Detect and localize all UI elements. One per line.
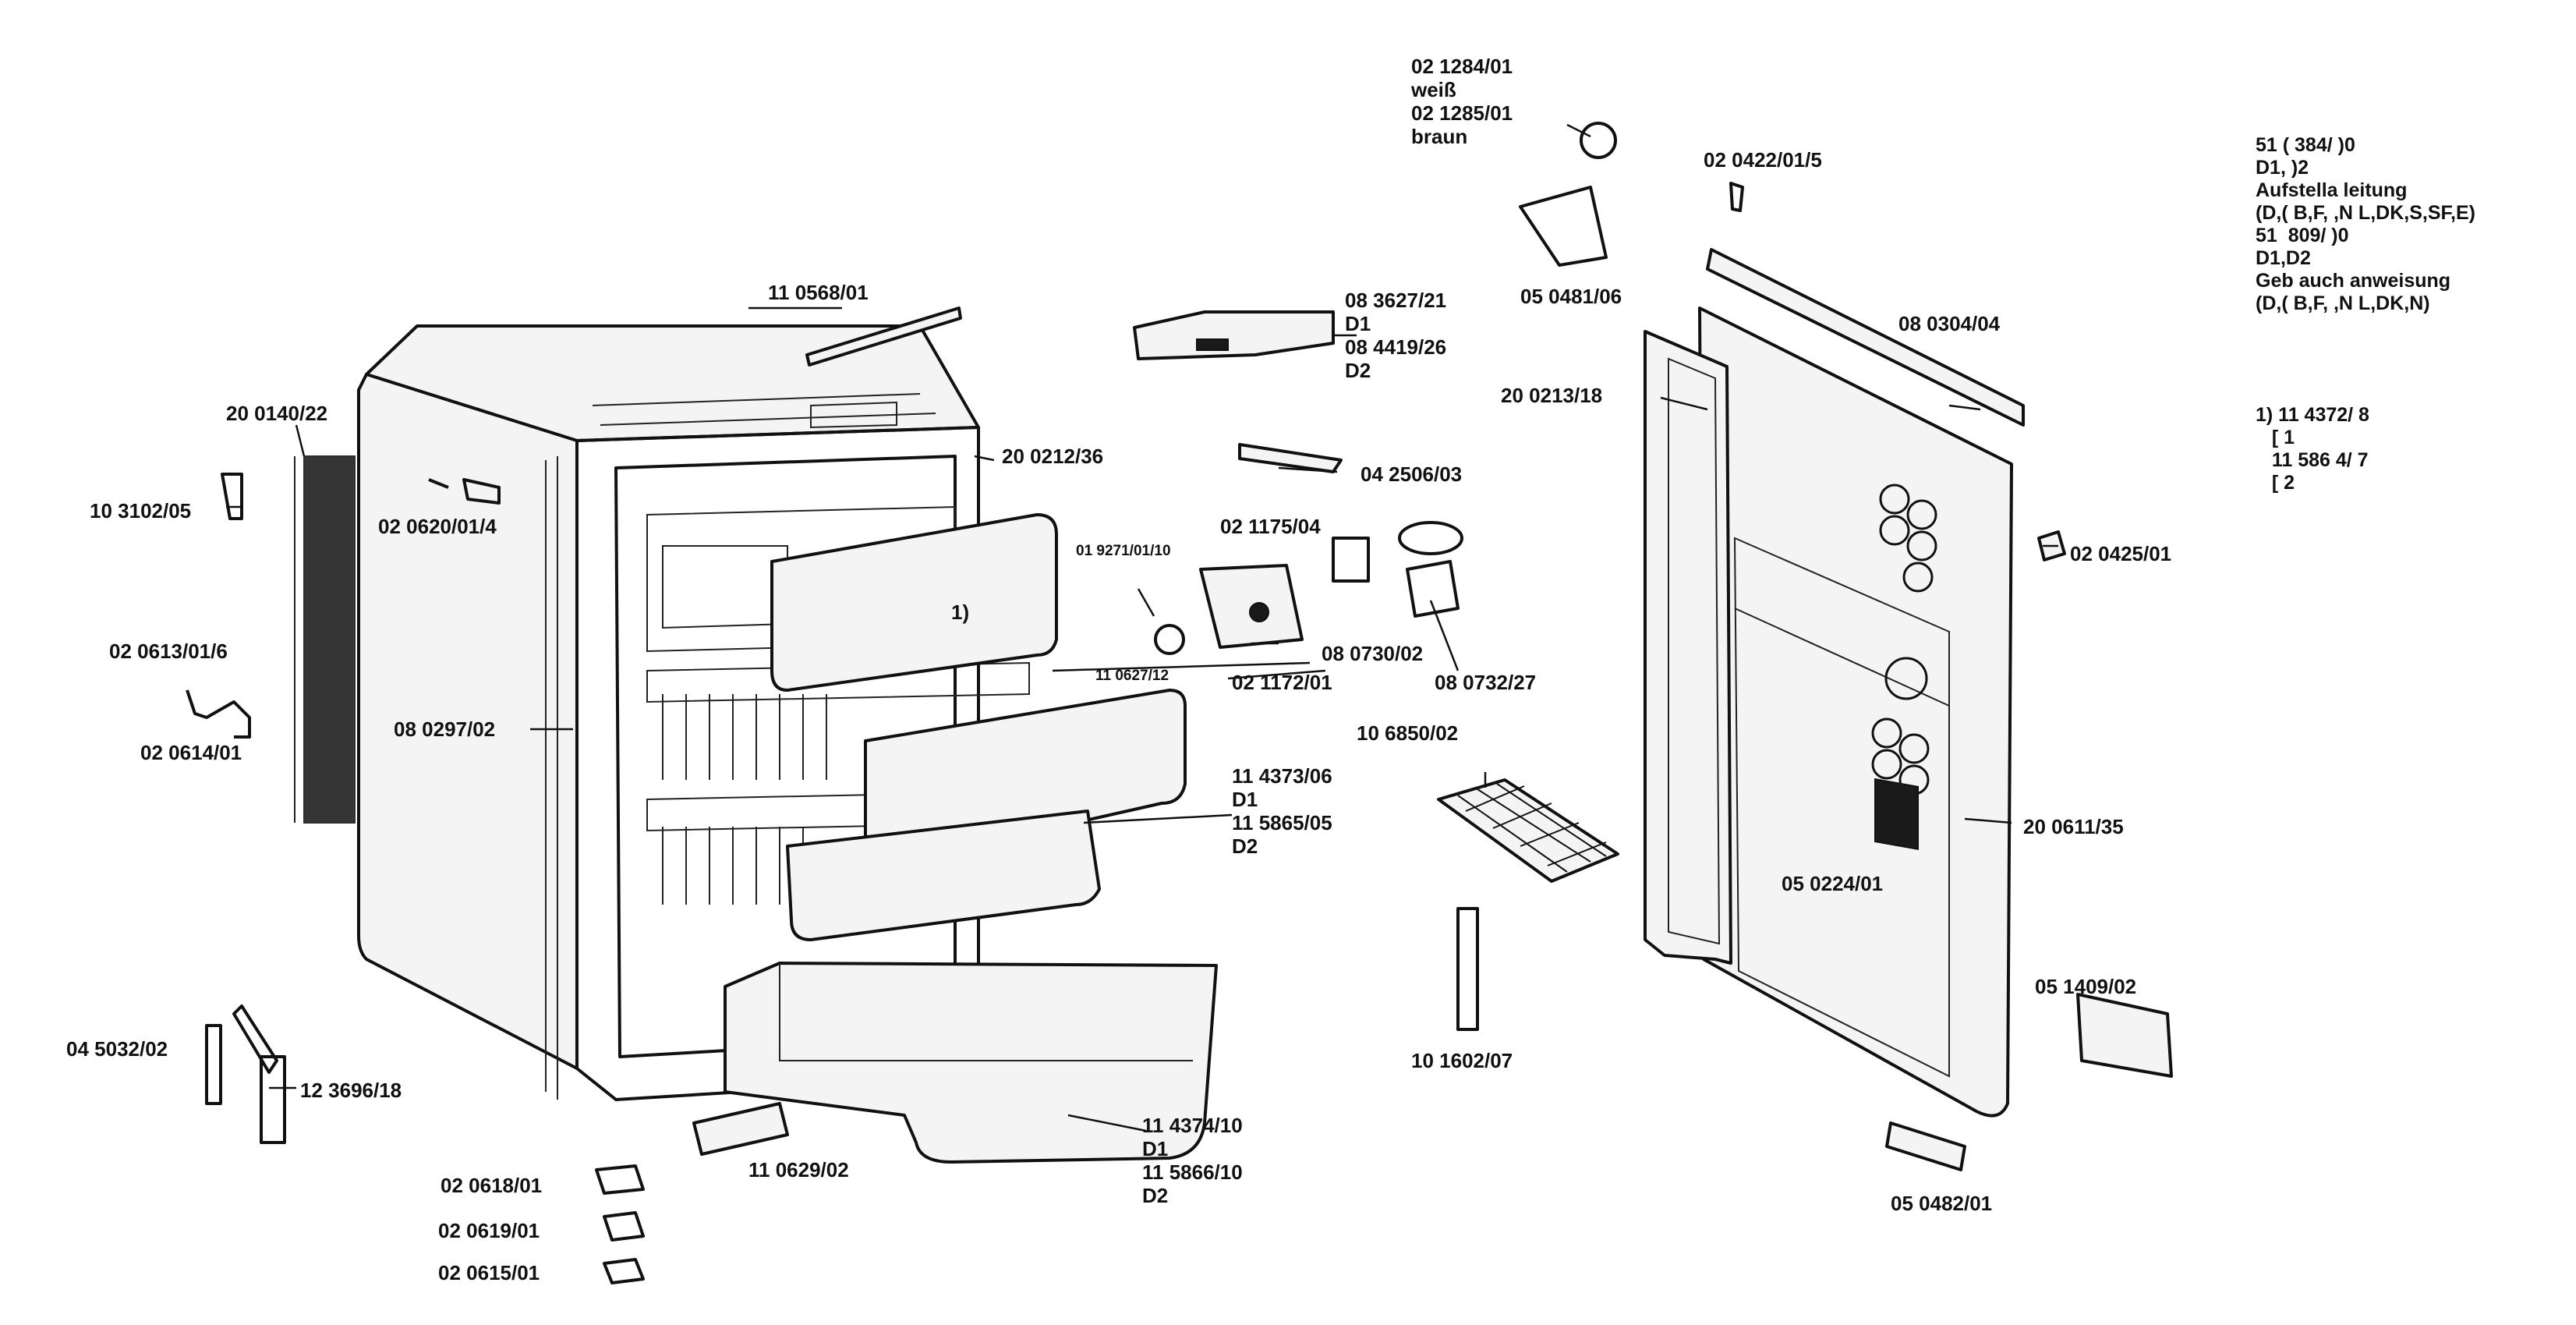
label-021175: 02 1175/04 bbox=[1220, 515, 1321, 538]
ice-tray bbox=[1437, 778, 1619, 883]
label-200213: 20 0213/18 bbox=[1501, 384, 1603, 407]
crisper-drawer bbox=[724, 962, 1218, 1164]
label-114373: 11 4373/06 D1 11 5865/05 D2 bbox=[1232, 764, 1332, 858]
lamp-holder bbox=[260, 1055, 286, 1144]
cabinet bbox=[294, 324, 1030, 1101]
label-020614: 02 0614/01 bbox=[140, 741, 242, 764]
label-020425: 02 0425/01 bbox=[2070, 542, 2172, 565]
label-051409: 05 1409/02 bbox=[2035, 975, 2137, 998]
top-rail bbox=[805, 306, 962, 367]
thermostat-housing bbox=[1133, 310, 1335, 360]
label-110629: 11 0629/02 bbox=[748, 1158, 849, 1182]
hinge-bottom bbox=[1885, 1121, 1966, 1171]
label-106850: 10 6850/02 bbox=[1357, 721, 1459, 745]
label-021284: 02 1284/01 weiß 02 1285/01 braun bbox=[1411, 55, 1513, 148]
label-080730: 08 0730/02 bbox=[1322, 642, 1424, 665]
freezer-flap bbox=[770, 513, 1058, 692]
label-020619: 02 0619/01 bbox=[438, 1219, 540, 1242]
label-110568: 11 0568/01 bbox=[768, 281, 869, 304]
label-045032: 04 5032/02 bbox=[66, 1037, 168, 1061]
label-123696: 12 3696/18 bbox=[300, 1079, 402, 1102]
door bbox=[1644, 248, 2025, 1118]
legend-block-footnote: 1) 11 4372/ 8 [ 1 11 586 4/ 7 [ 2 bbox=[2256, 404, 2369, 494]
label-083304: 08 0304/04 bbox=[1898, 312, 2001, 335]
label-footnote-mark: 1) bbox=[951, 601, 970, 624]
label-200611: 20 0611/35 bbox=[2023, 815, 2124, 838]
label-020618: 02 0618/01 bbox=[441, 1174, 543, 1197]
label-050224: 05 0224/01 bbox=[1782, 872, 1884, 895]
hinge-plate bbox=[2076, 993, 2173, 1078]
label-042506: 04 2506/03 bbox=[1361, 462, 1463, 486]
label-020620: 02 0620/01/4 bbox=[378, 515, 497, 538]
label-080732: 08 0732/27 bbox=[1435, 671, 1537, 694]
label-050482: 05 0482/01 bbox=[1891, 1192, 1993, 1215]
label-114374: 11 4374/10 D1 11 5866/10 D2 bbox=[1142, 1114, 1243, 1207]
label-020422: 02 0422/01/5 bbox=[1704, 148, 1822, 172]
label-101602: 10 1602/07 bbox=[1411, 1049, 1513, 1072]
label-021172: 02 1172/01 bbox=[1232, 671, 1332, 694]
label-050481: 05 0481/06 bbox=[1520, 285, 1622, 308]
label-080297: 08 0297/02 bbox=[394, 717, 496, 741]
label-103102: 10 3102/05 bbox=[90, 499, 192, 523]
drain-tube bbox=[1456, 907, 1479, 1031]
legend-block-documents: 51 ( 384/ )0 D1, )2 Aufstella leitung (D… bbox=[2256, 134, 2475, 314]
label-020613: 02 0613/01/6 bbox=[109, 639, 228, 663]
drawer-front-2 bbox=[786, 810, 1101, 941]
label-020615: 02 0615/01 bbox=[438, 1261, 540, 1284]
label-083627: 08 3627/21 D1 08 4419/26 D2 bbox=[1345, 289, 1447, 382]
label-110627: 11 0627/12 bbox=[1095, 668, 1169, 684]
label-019271: 01 9271/01/10 bbox=[1076, 543, 1171, 559]
label-200212: 20 0212/36 bbox=[1002, 445, 1104, 468]
label-200140: 20 0140/22 bbox=[226, 402, 328, 425]
